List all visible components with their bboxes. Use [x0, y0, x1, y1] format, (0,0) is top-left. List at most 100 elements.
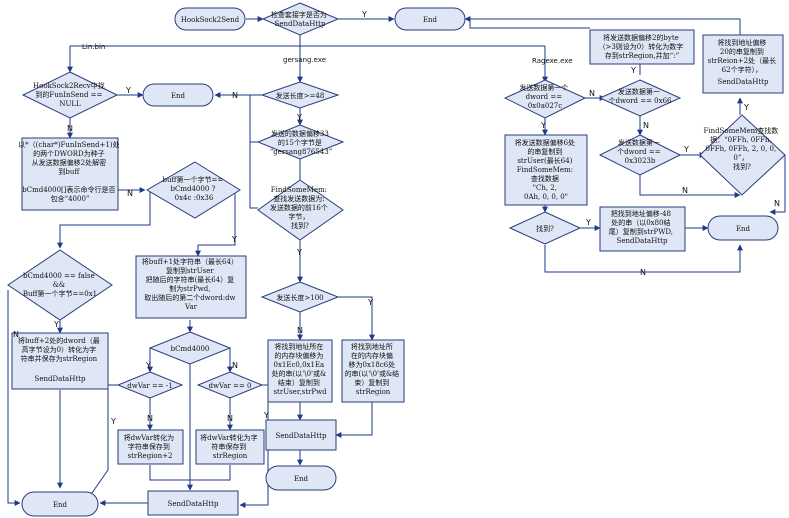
node-end-left [142, 83, 214, 107]
yn-y: Y [145, 361, 151, 370]
node-ragexe-offset6 [504, 134, 588, 206]
node-found-q [508, 211, 582, 245]
label-end-right: End [736, 225, 751, 233]
node-dwvar-m1 [116, 371, 184, 399]
node-senddata-bottom [147, 490, 239, 516]
yn-y: Y [743, 103, 749, 112]
label-send-len-48: 发送长度>=48 [276, 91, 325, 100]
edge-buffcmd-copyuser [195, 190, 236, 257]
node-send-data-offset [256, 124, 345, 160]
yn-y: Y [231, 235, 237, 244]
node-end-right [707, 215, 779, 241]
node-end-top [394, 7, 466, 31]
node-send-len-48 [260, 81, 340, 109]
yn-y: Y [630, 66, 636, 75]
node-find-some-mem [257, 179, 344, 241]
node-hooksock2send [174, 7, 246, 31]
yn-n: N [232, 91, 238, 100]
label-findsomemem: FindSomeMem查找数 据：“0FFh, 0FFh, 0FFh, 0FFh… [703, 126, 780, 171]
label-dword-66: 发送数据第一 个dword == 0x66 [608, 87, 672, 105]
label-offset2-byte: 将发送数据偏移2的byte （>3则设为0）转化为数字 存到strRegion,… [598, 33, 685, 60]
node-dword-3023b [598, 134, 682, 176]
label-ragexe-offset6: 将发送数据偏移6处 的串复制到 strUser(最长64) FindSomeMe… [515, 138, 578, 201]
label-recv-check: HookSock2Recv中找 到的FunInSend == NULL [33, 81, 107, 108]
label-buff-cmd: buff第一个字节== bCmd4000 ? 0x4c :0x36 [163, 175, 226, 202]
label-bcmd4000: bCmd4000 [171, 345, 210, 353]
label-dword-3023b: 发送数据第一 个dword == 0x3023b [617, 138, 663, 165]
node-offset2-byte [589, 29, 695, 65]
yn-y: Y [110, 417, 116, 426]
yn-y: Y [296, 248, 302, 257]
node-senddata-mid [265, 419, 337, 451]
label-send-len-100: 发送长度>100 [276, 293, 323, 302]
yn-n: N [589, 89, 595, 98]
node-dwvar-0 [196, 371, 264, 399]
label-find-some-mem: FindSomeMem: 查找发送数据为: 发送数据的前16个 字节， 找到? [270, 186, 330, 230]
yn-n: N [297, 326, 303, 335]
label-found-q: 找到? [536, 224, 554, 233]
label-end-left: End [171, 92, 186, 100]
edge-dwm1-y [84, 384, 118, 504]
label-dwvar-0: dwVar == 0 [208, 382, 251, 390]
edge-len100-y [338, 296, 375, 341]
yn-y: Y [361, 10, 367, 19]
label-lin-bin: Lin.bin [82, 43, 105, 51]
label-copy-userpwd: 将找到地址所在 的内存块偏移为 0x1Ec0,0x1Ea 处的串(以'\0'或&… [272, 342, 329, 396]
node-dwvar-conv [195, 429, 265, 465]
yn-n: N [147, 414, 153, 423]
yn-n: N [13, 330, 19, 339]
edge-conv-end [190, 465, 231, 481]
edge-bcmdfalse-n [7, 290, 21, 506]
edge-offset2-end [469, 19, 590, 29]
node-dword-66 [598, 79, 682, 117]
node-buff-cmd [146, 161, 241, 219]
node-bcmd-false [7, 249, 113, 321]
node-end-mid [265, 465, 337, 491]
node-end-bottom-left [21, 491, 99, 517]
node-copy-user [135, 255, 247, 319]
yn-n: N [67, 124, 73, 133]
label-dwvar-conv-plus2: 将dwVar转化为 字符串保存到 strRegion+2 [124, 433, 177, 460]
yn-n: N [774, 199, 780, 208]
label-found-addr-copy: 将找到地址偏移 20的串复制到 strReion+2处（最长 62个字符）， S… [708, 38, 779, 86]
node-send-len-100 [260, 281, 340, 313]
yn-y: Y [263, 411, 269, 420]
label-send-data-offset: 发送的数据偏移33 的15个字节是 “gersang876543” [270, 129, 333, 156]
node-dword-high [11, 332, 109, 390]
yn-n: N [127, 189, 133, 198]
label-ragexe-dword: 发送数据第一个 dword == 0x0a027c [519, 83, 570, 110]
edge-find-n [249, 142, 258, 209]
node-check-sock [261, 2, 340, 36]
edge-found-n [544, 244, 743, 273]
yn-y: Y [683, 145, 689, 154]
yn-y: Y [585, 218, 591, 227]
edge-foundaddr-endtop [464, 16, 741, 35]
edge-region-sd [335, 402, 373, 438]
label-check-sock: 检查套接字是否为 SendDataHttp [271, 10, 329, 28]
label-find-addr-m48: 把找到地址偏移-48 处的串（以0x80结 尾）复制到strPWD, SendD… [609, 209, 675, 245]
yn-y: Y [53, 320, 59, 329]
label-ragexe-exe: Ragexe.exe [532, 57, 573, 65]
node-found-addr-copy [702, 34, 784, 94]
edge-3023b-n [639, 175, 741, 198]
yn-n: N [640, 268, 646, 277]
edge-offset-n [249, 95, 258, 143]
label-seed-box: 以*（(char*)FunInSend+1)处 的两个DWORD为种子 从发送数… [18, 140, 122, 203]
node-seed-box [21, 137, 119, 211]
node-dwvar-conv-plus2 [117, 429, 184, 465]
edge-buffcmd-n [57, 190, 151, 249]
node-find-addr-m48 [599, 206, 686, 252]
label-dword-high: 将buff+2处的dword（最 高字节设为0）转化为字 符串并保存为strRe… [18, 336, 102, 383]
label-dwvar-conv: 将dwVar转化为字 符串保存到 strRegion [200, 433, 260, 460]
yn-n: N [682, 186, 688, 195]
yn-n: N [232, 361, 238, 370]
yn-n: N [227, 414, 233, 423]
yn-y: Y [125, 86, 131, 95]
yn-y: Y [540, 121, 546, 130]
label-end-top: End [423, 16, 438, 24]
label-end-mid: End [294, 475, 309, 483]
label-dwvar-m1: dwVar == -1 [127, 382, 172, 390]
node-ragexe-dword [503, 79, 587, 119]
label-copy-region: 将找到地址所 在的内存块偏 移为0x18c6处 的串(以'\0'或&结 束）复制… [345, 342, 402, 396]
